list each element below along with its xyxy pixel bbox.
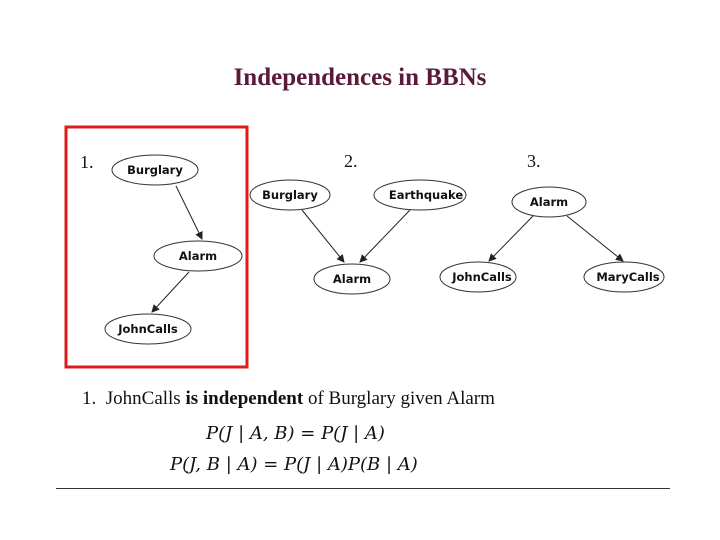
diagram-3: 3. Alarm JohnCalls MaryCalls (439, 151, 665, 293)
edge-burglary-alarm (175, 185, 203, 240)
edge-alarm-marycalls-3 (566, 215, 624, 262)
svg-text:Alarm: Alarm (179, 249, 217, 263)
node-johncalls-3: JohnCalls (439, 261, 517, 293)
svg-text:Earthquake: Earthquake (389, 188, 463, 202)
node-alarm-1: Alarm (153, 240, 243, 272)
independence-statement: 1. JohnCalls is independent of Burglary … (82, 388, 495, 410)
node-alarm-3: Alarm (511, 186, 587, 218)
edge-burglary-alarm-2 (301, 209, 345, 263)
node-alarm-2: Alarm (313, 263, 391, 295)
statement-subject: JohnCalls (105, 388, 181, 409)
node-earthquake-2: Earthquake (373, 179, 467, 211)
node-burglary-1: Burglary (111, 154, 199, 186)
diagram-3-number: 3. (527, 151, 541, 171)
node-johncalls-1: JohnCalls (104, 313, 192, 345)
bayes-net-diagrams: 1. Burglary Alarm JohnCalls 2. Burglary … (64, 125, 665, 369)
svg-text:Alarm: Alarm (530, 195, 568, 209)
diagram-1-number: 1. (80, 152, 94, 172)
diagram-1: 1. Burglary Alarm JohnCalls (80, 152, 243, 345)
edge-alarm-johncalls-3 (488, 215, 534, 262)
statement-number: 1. (82, 388, 97, 409)
statement-relation: is independent (185, 388, 304, 409)
equation-2: P(J, B | A) = P(J | A)P(B | A) (170, 454, 418, 475)
diagram-2-number: 2. (344, 151, 358, 171)
node-burglary-2: Burglary (249, 179, 331, 211)
diagram-2: 2. Burglary Earthquake Alarm (249, 151, 467, 295)
svg-text:JohnCalls: JohnCalls (451, 270, 512, 284)
svg-text:Alarm: Alarm (333, 272, 371, 286)
svg-text:JohnCalls: JohnCalls (117, 322, 178, 336)
svg-text:Burglary: Burglary (262, 188, 318, 202)
slide-title: Independences in BBNs (233, 64, 487, 91)
equation-1: P(J | A, B) = P(J | A) (206, 423, 385, 444)
svg-text:Burglary: Burglary (127, 163, 183, 177)
edge-earthquake-alarm-2 (359, 209, 411, 263)
highlight-box (64, 125, 249, 369)
footer-divider (56, 488, 670, 489)
svg-text:MaryCalls: MaryCalls (596, 270, 659, 284)
edge-alarm-johncalls (151, 271, 190, 313)
node-marycalls-3: MaryCalls (583, 261, 665, 293)
statement-rest: of Burglary given Alarm (307, 388, 495, 409)
